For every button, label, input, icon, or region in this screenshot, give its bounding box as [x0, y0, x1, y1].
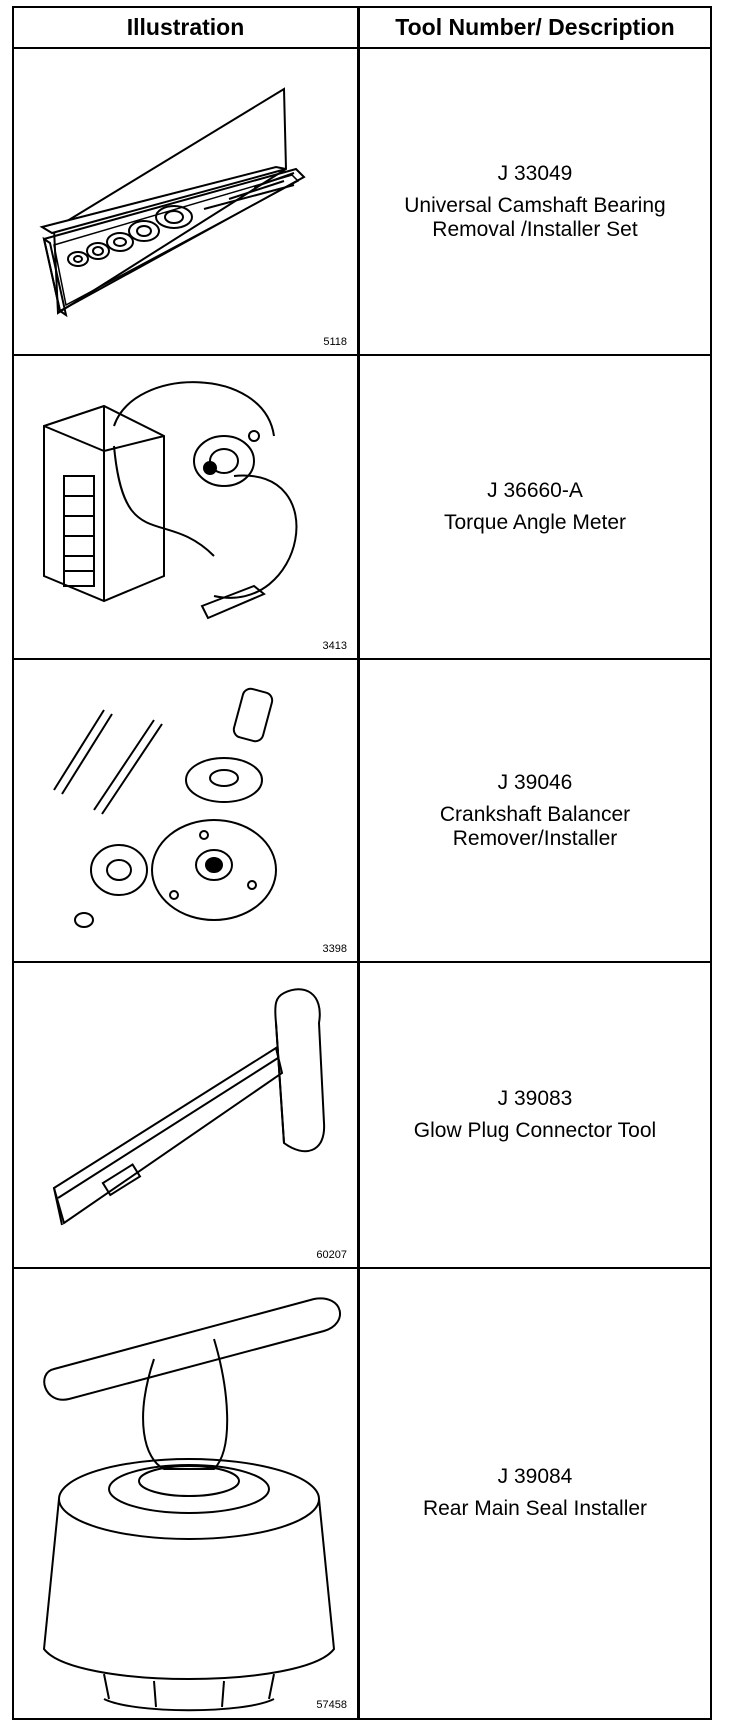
tool-description-line: Removal /Installer Set	[432, 217, 638, 241]
figure-number: 5118	[323, 336, 347, 348]
table-header: Illustration Tool Number/ Description	[14, 8, 710, 49]
table-row: 3413 J 36660-A Torque Angle Meter	[14, 356, 710, 660]
figure-number: 60207	[316, 1249, 347, 1261]
tool-description-line: Glow Plug Connector Tool	[413, 1119, 657, 1142]
tool-description-cell: J 39083 Glow Plug Connector Tool	[360, 963, 710, 1267]
tool-number: J 39046	[497, 770, 573, 794]
rear-main-seal-installer-illustration: 57458	[14, 1269, 357, 1717]
figure-number: 57458	[316, 1699, 347, 1711]
tool-description-cell: J 33049 Universal Camshaft Bearing Remov…	[360, 49, 710, 354]
tool-number: J 39083	[497, 1087, 573, 1110]
torque-angle-meter-illustration: 3413	[14, 356, 357, 658]
tool-number: J 36660-A	[487, 479, 583, 502]
tool-description-line: Torque Angle Meter	[443, 511, 627, 534]
tool-description-cell: J 36660-A Torque Angle Meter	[360, 356, 710, 658]
table-row: 3398 J 39046 Crankshaft Balancer Remover…	[14, 660, 710, 963]
tool-table: Illustration Tool Number/ Description	[12, 6, 712, 1720]
figure-number: 3413	[322, 640, 347, 652]
tool-description-line: Crankshaft Balancer	[439, 802, 631, 826]
table-row: 57458 J 39084 Rear Main Seal Installer	[14, 1269, 710, 1717]
tool-description-line: Remover/Installer	[452, 826, 618, 850]
column-divider	[357, 8, 360, 1718]
tool-number: J 39084	[497, 1465, 573, 1488]
header-tool-description: Tool Number/ Description	[395, 14, 675, 40]
figure-number: 3398	[322, 943, 347, 955]
tool-description-cell: J 39084 Rear Main Seal Installer	[360, 1269, 710, 1717]
tool-description-line: Rear Main Seal Installer	[422, 1497, 648, 1520]
tool-description-cell: J 39046 Crankshaft Balancer Remover/Inst…	[360, 660, 710, 961]
table-row: 60207 J 39083 Glow Plug Connector Tool	[14, 963, 710, 1269]
tool-number: J 33049	[497, 161, 573, 185]
header-illustration: Illustration	[126, 14, 245, 40]
glow-plug-connector-tool-illustration: 60207	[14, 963, 357, 1267]
camshaft-bearing-set-illustration: 5118	[14, 49, 357, 354]
tool-description-line: Universal Camshaft Bearing	[404, 193, 666, 217]
crankshaft-balancer-tool-illustration: 3398	[14, 660, 357, 961]
table-row: 5118 J 33049 Universal Camshaft Bearing …	[14, 49, 710, 356]
